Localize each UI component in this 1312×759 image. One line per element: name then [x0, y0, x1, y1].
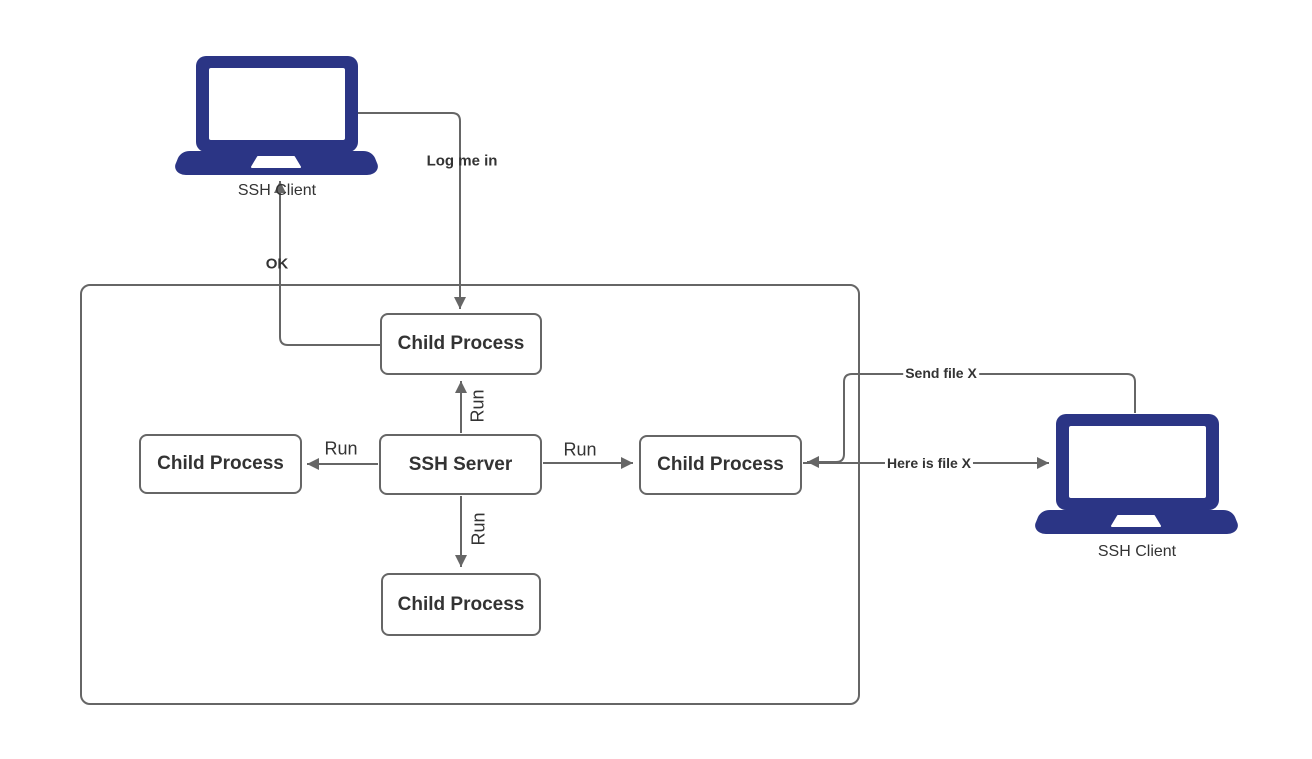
node-label: Child Process	[397, 333, 525, 354]
server-boundary-box	[80, 284, 860, 705]
edge-label-run-right: Run	[563, 439, 597, 460]
edge-label-here-is-file: Here is file X	[884, 455, 974, 471]
node-child-process-top: Child Process	[380, 313, 542, 375]
edge-log-me-in	[358, 112, 466, 309]
node-ssh-server: SSH Server	[379, 434, 542, 495]
node-child-process-left: Child Process	[139, 434, 302, 494]
laptop-icon-right	[1035, 414, 1238, 534]
laptop-icon-top	[175, 56, 378, 175]
edge-label-run-up: Run	[467, 389, 488, 423]
edge-label-run-left: Run	[324, 438, 358, 459]
label-ssh-client-right: SSH Client	[1097, 543, 1177, 560]
label-ssh-client-top: SSH Client	[237, 182, 317, 199]
node-label: Child Process	[157, 453, 284, 474]
edge-label-run-down: Run	[468, 512, 489, 546]
node-child-process-bottom: Child Process	[381, 573, 541, 636]
node-label: Child Process	[657, 454, 784, 475]
edge-label-ok: OK	[265, 255, 289, 273]
edge-ok	[274, 181, 380, 346]
edge-label-send-file: Send file X	[903, 365, 979, 381]
node-label: SSH Server	[408, 453, 513, 475]
edge-send-file	[807, 373, 1136, 468]
edge-label-log-me-in: Log me in	[426, 152, 498, 170]
node-label: Child Process	[397, 593, 525, 615]
node-child-process-right: Child Process	[639, 435, 802, 495]
